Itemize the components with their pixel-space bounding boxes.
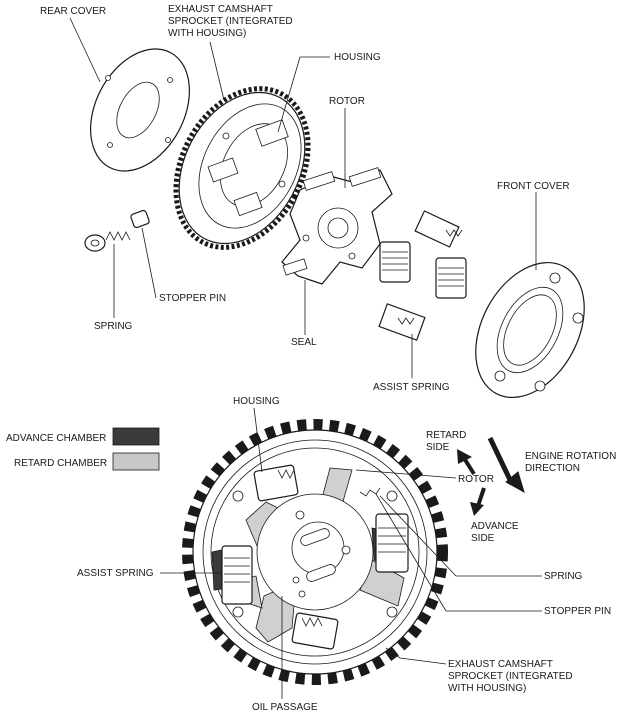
label-advance-side-1: ADVANCE <box>471 521 519 532</box>
label-housing-top: HOUSING <box>334 52 381 63</box>
label-advance-side-2: SIDE <box>471 533 495 544</box>
label-stopper-pin-top: STOPPER PIN <box>159 293 226 304</box>
legend-retard-label: RETARD CHAMBER <box>14 458 107 469</box>
label-assist-spring-bottom: ASSIST SPRING <box>77 568 154 579</box>
label-retard-side-2: SIDE <box>426 442 450 453</box>
rotor-assembled <box>256 493 374 611</box>
label-retard-side-1: RETARD <box>426 430 466 441</box>
label-stopper-pin-bottom: STOPPER PIN <box>544 606 611 617</box>
label-housing-bottom: HOUSING <box>233 396 280 407</box>
top-leaders <box>69 17 537 378</box>
label-exhaust-sprocket-bottom-2: SPROCKET (INTEGRATED <box>448 671 573 682</box>
label-spring-top: SPRING <box>94 321 133 332</box>
legend-advance-label: ADVANCE CHAMBER <box>6 433 106 444</box>
sprocket-housing-exploded <box>173 86 311 250</box>
label-exhaust-sprocket-top-3: WITH HOUSING) <box>168 28 246 39</box>
assist-spring-blocks-exploded <box>378 210 467 341</box>
legend-advance-swatch <box>112 427 160 446</box>
label-engine-rotation-2: DIRECTION <box>525 463 580 474</box>
label-exhaust-sprocket-top-2: SPROCKET (INTEGRATED <box>168 16 293 27</box>
label-spring-bottom: SPRING <box>544 571 583 582</box>
rear-cover-part <box>89 48 191 172</box>
rotor-exploded <box>281 167 393 285</box>
label-assist-spring-top: ASSIST SPRING <box>373 382 450 393</box>
label-seal: SEAL <box>291 337 317 348</box>
label-rear-cover: REAR COVER <box>40 6 106 17</box>
legend-retard-swatch <box>112 452 160 471</box>
front-cover-part <box>475 261 585 399</box>
label-exhaust-sprocket-bottom-1: EXHAUST CAMSHAFT <box>448 659 553 670</box>
label-oil-passage: OIL PASSAGE <box>252 702 318 713</box>
label-rotor-bottom: ROTOR <box>458 474 494 485</box>
stopper-pin-parts <box>84 209 150 252</box>
rotation-arrows <box>457 436 525 516</box>
label-rotor-top: ROTOR <box>329 96 365 107</box>
bottom-leaders <box>160 407 542 699</box>
label-exhaust-sprocket-bottom-3: WITH HOUSING) <box>448 683 526 694</box>
legend: ADVANCE CHAMBER RETARD CHAMBER <box>6 427 160 471</box>
label-front-cover: FRONT COVER <box>497 181 570 192</box>
label-exhaust-sprocket-top-1: EXHAUST CAMSHAFT <box>168 4 273 15</box>
assembled-spring-blocks <box>221 464 409 650</box>
label-engine-rotation-1: ENGINE ROTATION <box>525 451 616 462</box>
